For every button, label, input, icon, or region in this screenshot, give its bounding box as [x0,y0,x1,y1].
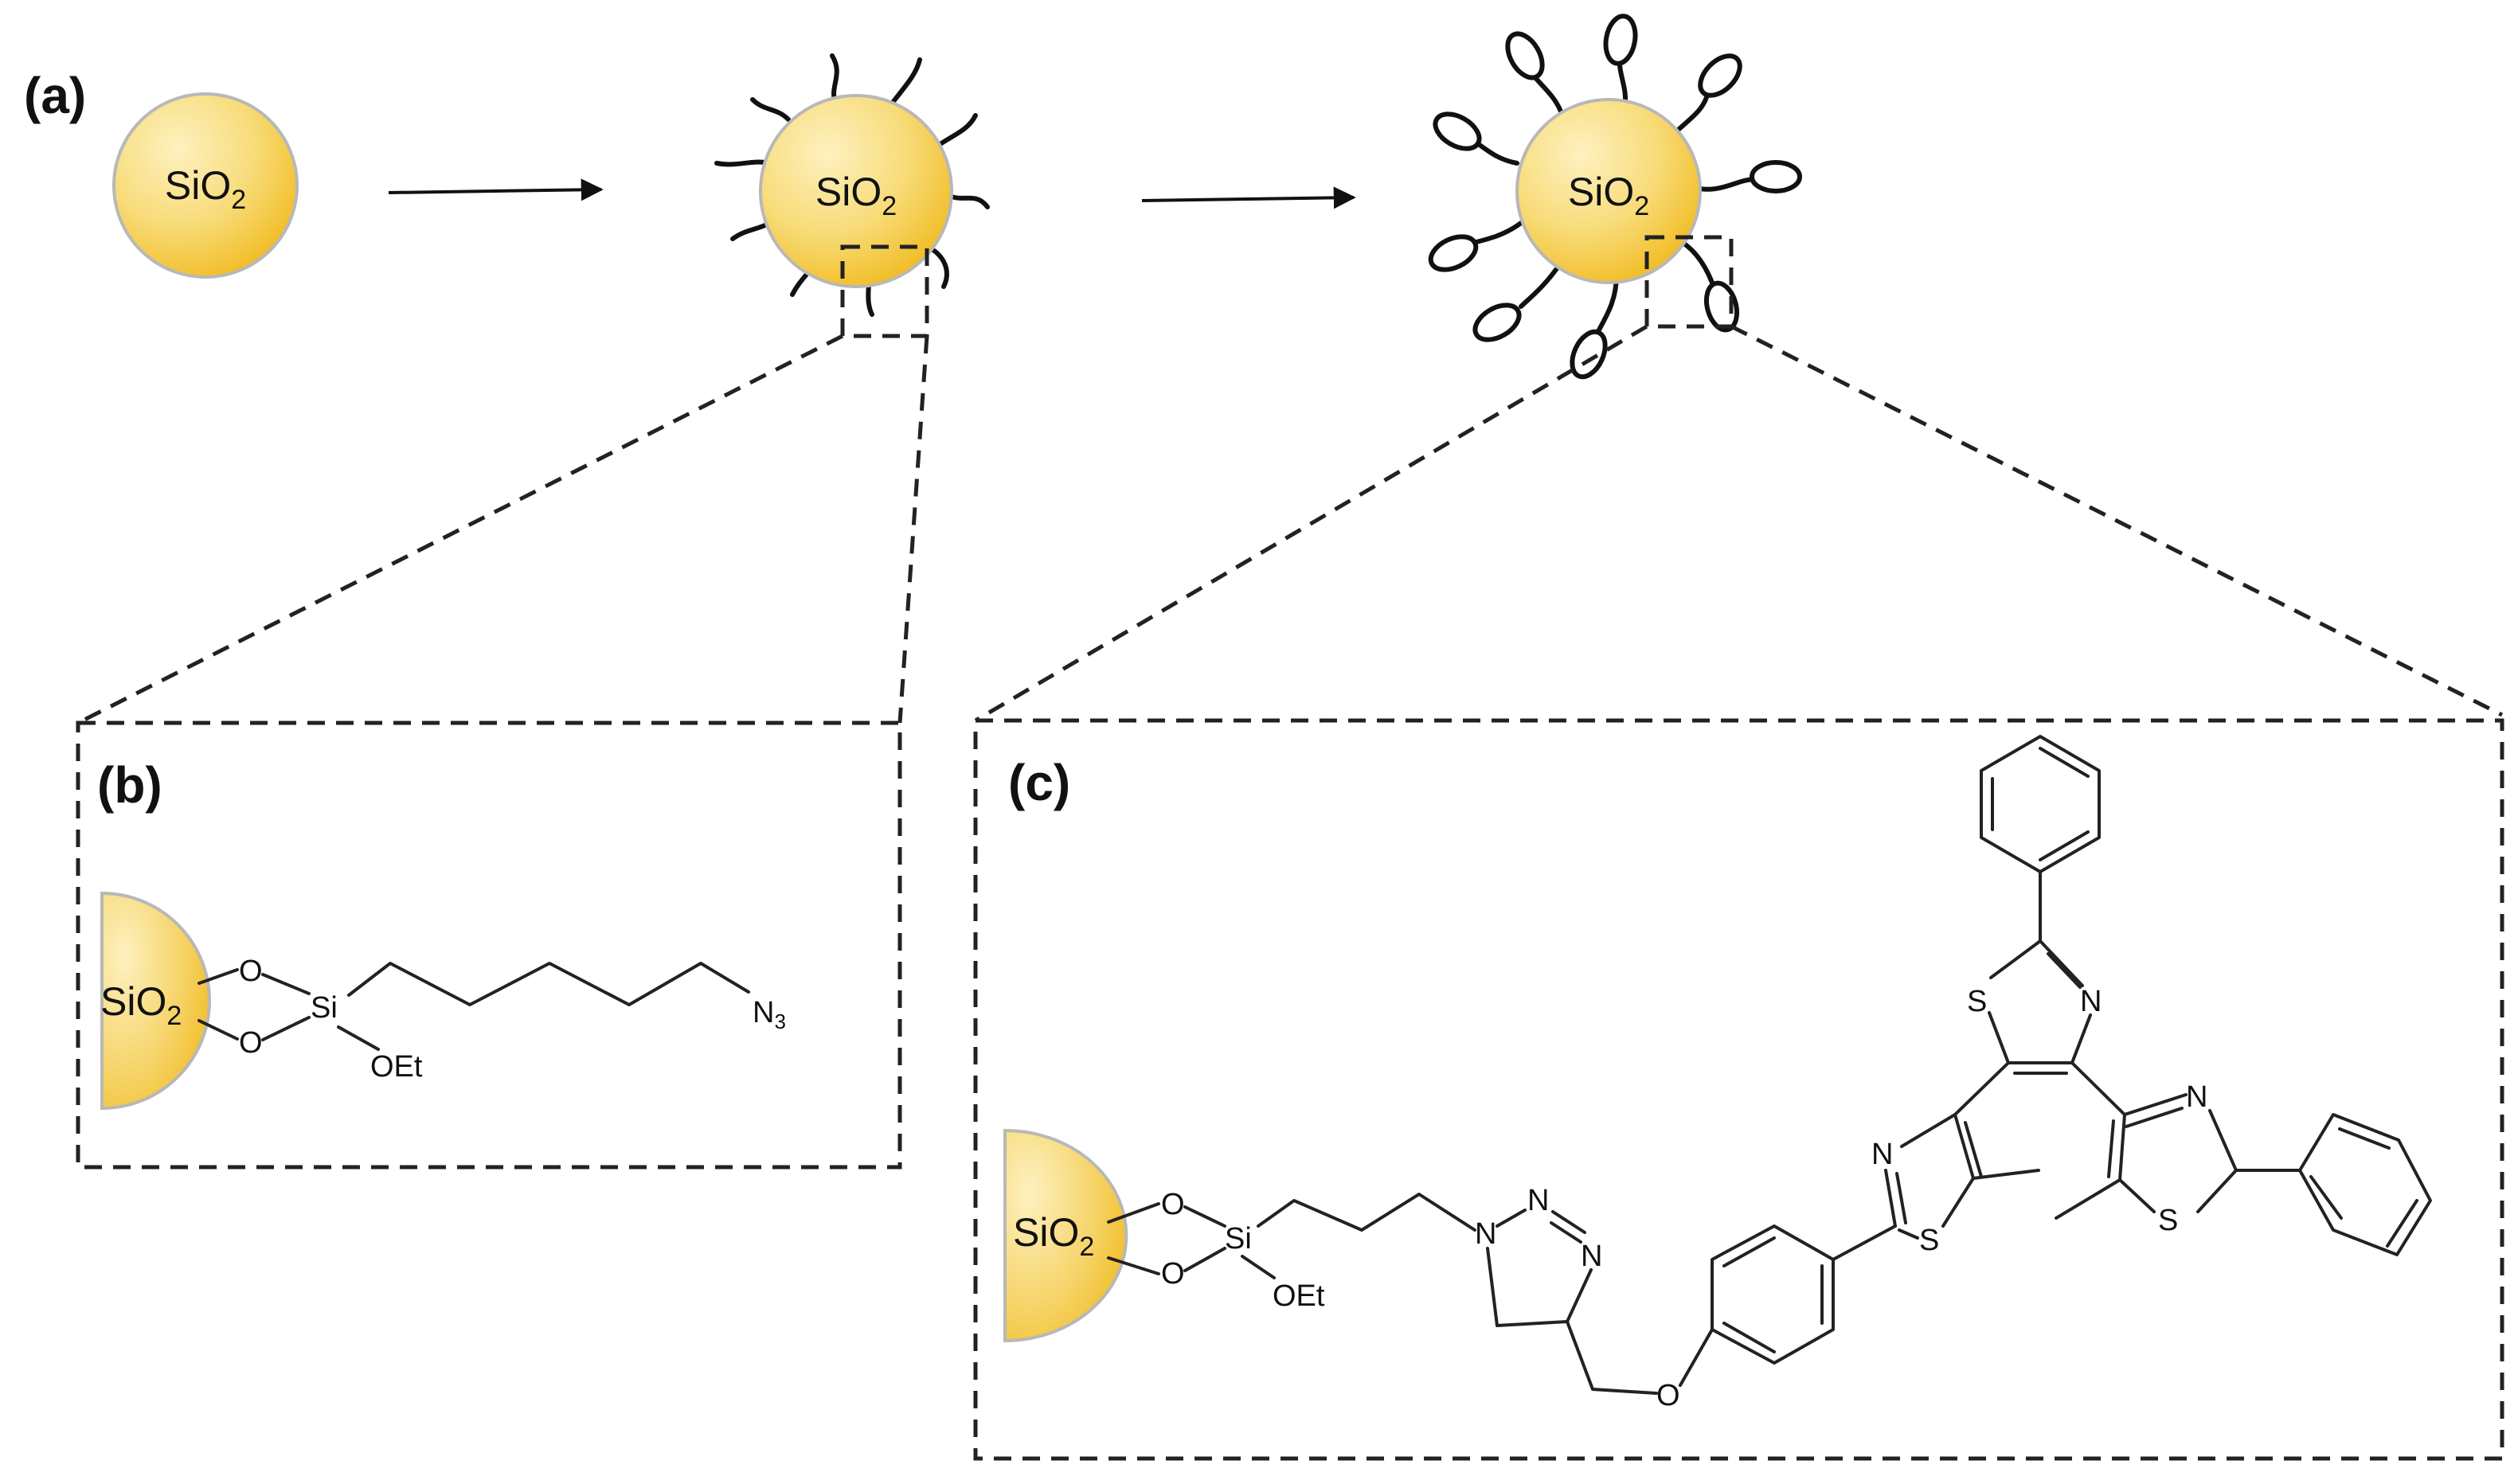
oxygen-bottom-b: O [239,1026,263,1060]
silicon-b: Si [311,991,338,1025]
panel-label-c: (c) [1008,754,1070,811]
panel-c-frame [973,718,2504,1461]
zoom-line-c-right [1730,324,2504,717]
zoom-box-c [1644,235,1734,329]
triazole-n1: N [1475,1217,1496,1251]
oxygen-top-b: O [239,955,263,988]
panel-label-b: (b) [97,756,162,814]
ethoxy-b: OEt [370,1050,423,1084]
svg-text:SiO2: SiO2 [100,979,182,1031]
thiazole3-s: S [2158,1204,2178,1237]
bare-silica-particle: SiO2 [112,92,299,279]
zoom-line-b-right [897,335,929,724]
svg-text:SiO2: SiO2 [165,163,246,215]
thiazole2-n: N [2080,985,2102,1018]
particle-label: SiO [165,163,231,208]
silicon-c: Si [1225,1222,1252,1256]
tristhiazole-ligand-structure: SiO2 O O Si OEt N N N O [1003,735,2432,1412]
thiazole1-s: S [1919,1224,1939,1257]
zoom-box-b [840,244,929,338]
particle-surface-b [100,891,211,1111]
ethoxy-c: OEt [1273,1279,1325,1313]
oxygen-bottom-c: O [1161,1257,1185,1291]
particle-surface-c [1003,1128,1128,1343]
azide-functionalized-particle: SiO2 [714,53,990,338]
svg-text:SiO2: SiO2 [1568,170,1649,221]
oxygen-top-c: O [1161,1188,1185,1221]
ether-oxygen: O [1656,1379,1680,1412]
azide-group-b: N3 [753,996,786,1033]
svg-text:SiO2: SiO2 [1013,1210,1094,1262]
azidopropyl-silane-structure: SiO2 O O Si N3 OEt [100,891,786,1111]
zoom-line-b-left [76,334,844,725]
zoom-line-c-left [974,324,1648,723]
panel-label-a: (a) [24,67,86,124]
reaction-arrow-2 [1141,186,1356,209]
thiazole1-n: N [1871,1138,1893,1171]
reaction-arrow-1 [388,178,604,201]
triazole-n2: N [1527,1184,1549,1217]
triazole-n3: N [1581,1240,1602,1273]
panel-b-frame [76,721,902,1170]
ligand-functionalized-particle: SiO2 [1428,14,1802,380]
thiazole3-n: N [2186,1080,2207,1114]
thiazole2-s: S [1967,985,1987,1018]
svg-text:SiO2: SiO2 [815,170,897,221]
